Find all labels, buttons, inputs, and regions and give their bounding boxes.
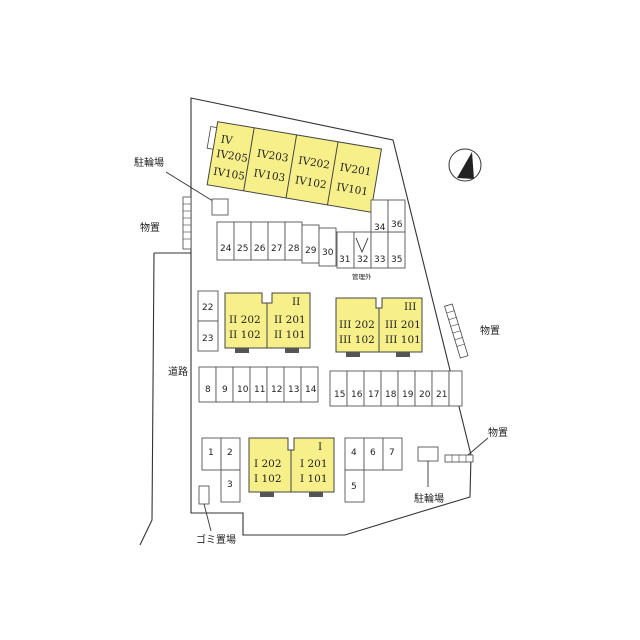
bicycle-parking-label-bottom: 駐輪場 [414,492,444,505]
parking-row-middle [198,366,463,407]
storage-left [182,196,192,250]
unit-iv205: IV205 [215,148,248,165]
parking-33: 33 [374,255,385,265]
road-edge-left [139,252,155,546]
bicycle-parking-top [211,198,229,216]
unit-iii101: III 101 [385,334,421,346]
parking-slot-7 [382,437,403,471]
unit-iv203: IV203 [256,148,289,165]
parking-28: 28 [288,244,300,254]
unit-iv102: IV102 [294,174,327,191]
parking-1: 1 [208,448,214,458]
parking-31: 31 [339,255,350,265]
unit-iii102: III 102 [339,334,375,346]
parking-29: 29 [305,246,317,256]
parking-6: 6 [370,448,376,458]
building-ii [224,292,311,353]
parking-30: 30 [322,248,334,258]
unit-iv202: IV202 [297,155,330,172]
unit-iv201: IV201 [339,162,372,179]
garbage-label: ゴミ置場 [196,533,236,546]
parking-12: 12 [271,385,282,395]
parking-32: 32 [357,255,368,265]
unit-iv101: IV101 [336,181,369,198]
parking-21: 21 [436,390,447,400]
parking-row-top [216,199,406,269]
unit-iii201: III 201 [385,319,421,331]
storage-label-bottom-right: 物置 [488,426,508,439]
parking-2: 2 [227,448,233,458]
parking-24: 24 [220,244,232,254]
parking-slot-5 [344,469,365,503]
parking-13: 13 [288,385,299,395]
parking-17: 17 [368,390,379,400]
bicycle-parking-bottom [417,446,439,462]
parking-7: 7 [389,448,395,458]
building-iv-header: IV [220,133,234,147]
parking-18: 18 [385,390,397,400]
parking-25: 25 [237,244,248,254]
property-boundary [190,97,472,536]
parking-5: 5 [351,482,357,492]
building-iv: IV IV205 IV105 IV203 IV103 IV202 IV102 I… [206,121,382,213]
storage-right [444,303,469,359]
parking-16: 16 [351,390,363,400]
unit-iv105: IV105 [212,166,245,183]
garbage-area [198,485,210,505]
parking-3: 3 [227,480,233,490]
parking-slot-23 [197,320,219,352]
building-iii [335,297,423,357]
building-i [248,437,335,497]
unit-ii101: II 101 [274,329,306,341]
parking-14: 14 [305,385,317,395]
parking-15: 15 [334,390,345,400]
parking-9: 9 [222,385,228,395]
parking-22: 22 [202,303,213,313]
parking-4: 4 [351,448,357,458]
parking-34: 34 [374,223,386,233]
unit-ii202: II 202 [229,314,261,326]
building-i-header: I [318,441,322,453]
unit-i102: I 102 [254,473,282,485]
unit-ii201: II 201 [274,314,306,326]
unit-i202: I 202 [254,458,282,470]
parking-26: 26 [254,244,266,254]
road-label: 道路 [168,365,188,378]
building-iii-header: III [404,301,416,313]
parking-23: 23 [202,334,213,344]
parking-8: 8 [205,385,211,395]
unit-i201: I 201 [300,458,328,470]
managed-outside-label: 管理外 [352,272,372,281]
bicycle-parking-label-top: 駐輪場 [134,156,164,169]
storage-label-left: 物置 [140,221,160,234]
storage-label-right: 物置 [480,324,500,337]
parking-11: 11 [254,385,265,395]
parking-35: 35 [391,255,402,265]
parking-slot-3 [220,469,241,503]
parking-27: 27 [271,244,282,254]
building-ii-header: II [292,296,300,308]
unit-iii202: III 202 [339,319,375,331]
storage-bottom-right [444,454,474,463]
unit-iv103: IV103 [253,167,286,184]
unit-i101: I 101 [300,473,328,485]
parking-36: 36 [391,220,403,230]
parking-20: 20 [419,390,431,400]
parking-10: 10 [237,385,249,395]
parking-19: 19 [402,390,414,400]
unit-ii102: II 102 [229,329,261,341]
building-iv-stairs [206,126,218,150]
north-arrow-icon [448,148,482,182]
